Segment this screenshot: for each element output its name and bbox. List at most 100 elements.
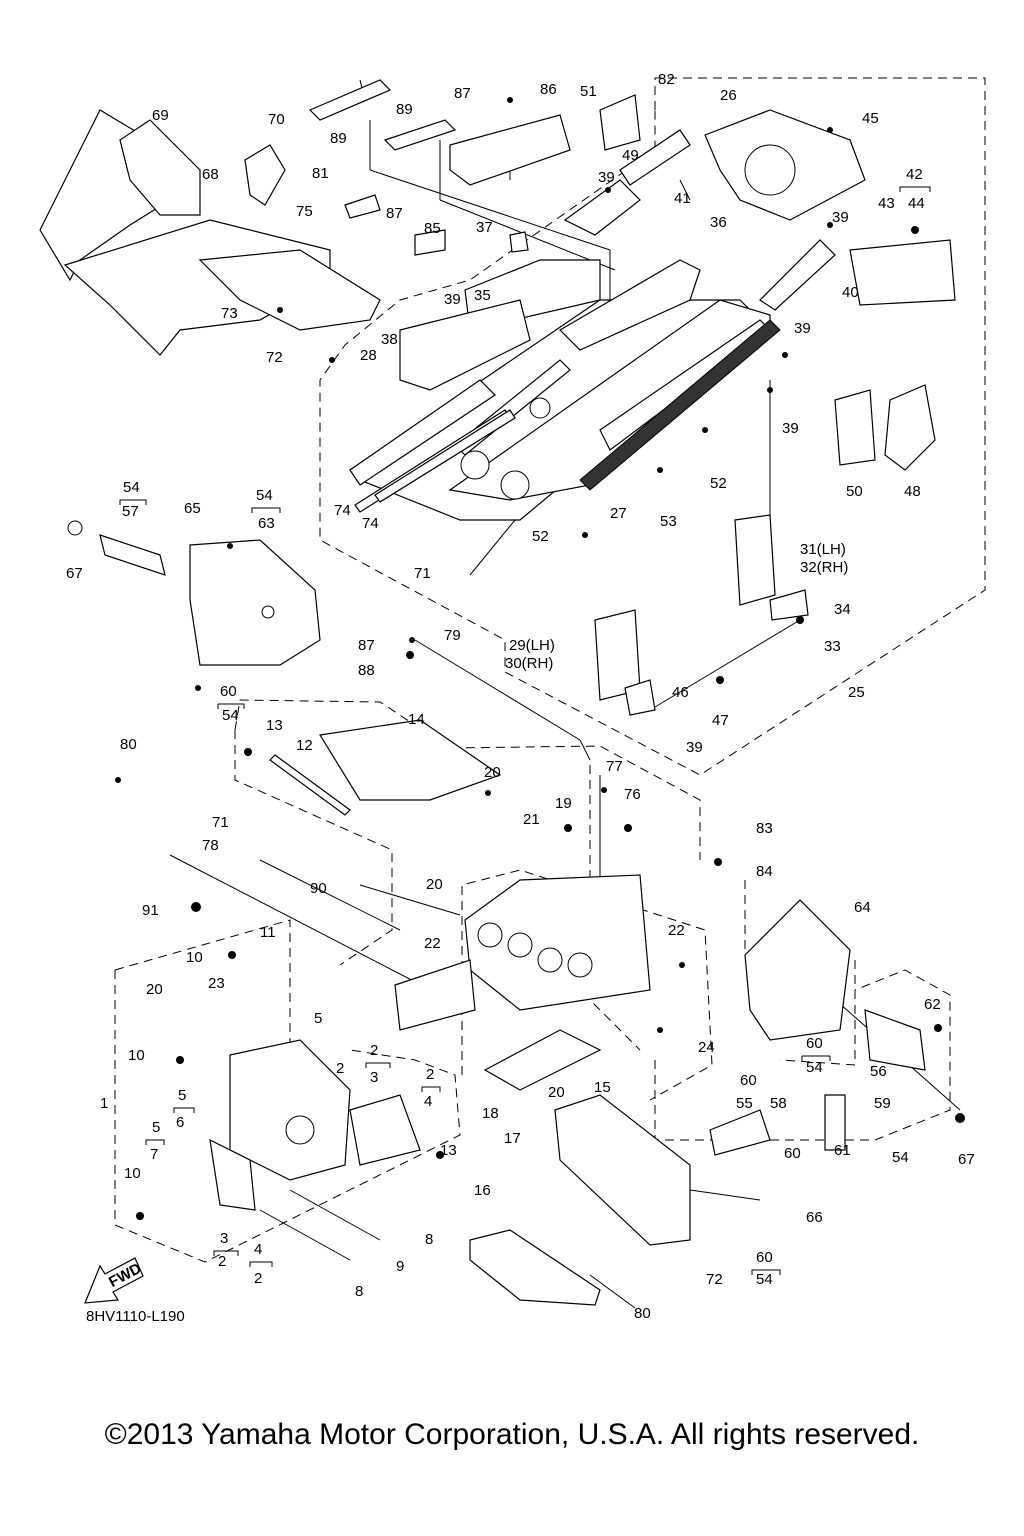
callout-c39f: 39	[686, 739, 703, 756]
callout-c84: 84	[756, 863, 773, 880]
callout-c7: 7	[150, 1146, 158, 1163]
callout-c2c: 2	[426, 1066, 434, 1083]
copyright-notice: ©2013 Yamaha Motor Corporation, U.S.A. A…	[104, 1418, 920, 1451]
right-bumper-bracket	[709, 899, 926, 1156]
callout-c30: 30(RH)	[505, 655, 553, 672]
callout-c53: 53	[660, 513, 677, 530]
callout-c29: 29(LH)	[509, 637, 555, 654]
callout-c87c: 87	[358, 637, 375, 654]
callout-c55: 55	[736, 1095, 753, 1112]
callout-c89b: 89	[330, 130, 347, 147]
callout-bracket	[249, 1261, 273, 1267]
callout-c11: 11	[260, 924, 276, 941]
callout-c28: 28	[360, 347, 377, 364]
callout-bracket	[801, 1055, 831, 1061]
callout-bracket	[119, 499, 147, 505]
callout-c35: 35	[474, 287, 491, 304]
callout-c22a: 22	[424, 935, 441, 952]
callout-bracket	[213, 1250, 239, 1256]
callout-c20a: 20	[484, 764, 501, 781]
callout-c81: 81	[312, 165, 329, 182]
callout-c46: 46	[672, 684, 689, 701]
callout-c60a: 60	[220, 683, 237, 700]
side-panels	[594, 514, 809, 716]
callout-c67b: 67	[958, 1151, 975, 1168]
callout-c22b: 22	[668, 922, 685, 939]
callout-c54b: 54	[256, 487, 273, 504]
callout-c88: 88	[358, 662, 375, 679]
callout-c39b: 39	[444, 291, 461, 308]
callout-c66: 66	[806, 1209, 823, 1226]
callout-c54a: 54	[123, 479, 140, 496]
callout-c5c: 5	[314, 1010, 322, 1027]
callout-c10c: 10	[124, 1165, 141, 1182]
callout-c20c: 20	[146, 981, 163, 998]
callout-c3a: 3	[370, 1069, 378, 1086]
callout-c72a: 72	[266, 349, 283, 366]
callout-c50: 50	[846, 483, 863, 500]
callout-c52b: 52	[532, 528, 549, 545]
callout-c78: 78	[202, 837, 219, 854]
assembly-outlines	[114, 77, 986, 1263]
callout-c38: 38	[381, 331, 398, 348]
callout-c54c: 54	[222, 707, 239, 724]
callout-c5a: 5	[178, 1087, 186, 1104]
callout-c10b: 10	[128, 1047, 145, 1064]
callout-c2d: 2	[218, 1253, 226, 1270]
callout-c14: 14	[408, 711, 425, 728]
callout-c34: 34	[834, 601, 851, 618]
callout-c13a: 13	[266, 717, 283, 734]
callout-bracket	[899, 186, 931, 192]
callout-c2a: 2	[370, 1042, 378, 1059]
callout-c87a: 87	[454, 85, 471, 102]
callout-c69: 69	[152, 107, 169, 124]
callout-c82: 82	[658, 71, 675, 88]
callout-c72b: 72	[706, 1271, 723, 1288]
left-suspension-bracket	[67, 520, 321, 666]
callout-c59: 59	[874, 1095, 891, 1112]
callout-c12: 12	[296, 737, 313, 754]
callout-c39d: 39	[794, 320, 811, 337]
callout-c64: 64	[854, 899, 871, 916]
callout-c42: 42	[906, 166, 923, 183]
callout-c1: 1	[100, 1095, 108, 1112]
callout-bracket	[251, 507, 281, 513]
callout-c39c: 39	[832, 209, 849, 226]
fwd-arrow: FWD	[84, 1257, 144, 1304]
callout-c36: 36	[710, 214, 727, 231]
callout-c70: 70	[268, 111, 285, 128]
callout-bracket	[751, 1269, 781, 1275]
callout-c87b: 87	[386, 205, 403, 222]
callout-bracket	[217, 703, 245, 709]
callout-c20d: 20	[548, 1084, 565, 1101]
callout-c48: 48	[904, 483, 921, 500]
callout-c19: 19	[555, 795, 572, 812]
callout-c3b: 3	[220, 1230, 228, 1247]
callout-c8a: 8	[425, 1231, 433, 1248]
callout-c58: 58	[770, 1095, 787, 1112]
callout-c10a: 10	[186, 949, 203, 966]
callout-c67a: 67	[66, 565, 83, 582]
front-frame	[394, 874, 691, 1306]
callout-c16: 16	[474, 1182, 491, 1199]
callout-c57: 57	[122, 503, 139, 520]
callout-c91: 91	[142, 902, 159, 919]
callout-c17: 17	[504, 1130, 521, 1147]
callout-c26: 26	[720, 87, 737, 104]
callout-c2b: 2	[336, 1060, 344, 1077]
callout-c73: 73	[221, 305, 238, 322]
callout-c61: 61	[834, 1142, 851, 1159]
callout-c80a: 80	[120, 736, 137, 753]
callout-c75: 75	[296, 203, 313, 220]
callout-c43: 43	[878, 195, 895, 212]
callout-c63: 63	[258, 515, 275, 532]
callout-c60d: 60	[784, 1145, 801, 1162]
callout-c80b: 80	[634, 1305, 651, 1322]
callout-c85: 85	[424, 220, 441, 237]
callout-bracket	[173, 1107, 195, 1113]
callout-c65: 65	[184, 500, 201, 517]
callout-c4b: 4	[254, 1241, 262, 1258]
steering-bracket	[209, 1039, 421, 1211]
callout-c31: 31(LH)	[800, 541, 846, 558]
